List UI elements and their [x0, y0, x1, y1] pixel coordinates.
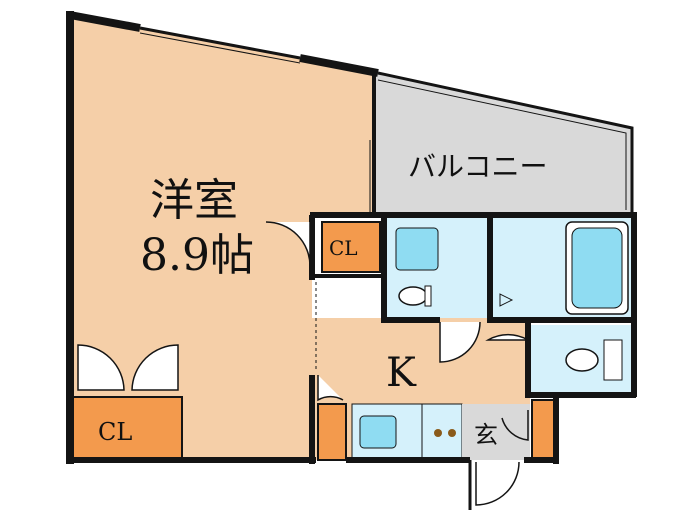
- door-closet-right: [131, 344, 179, 391]
- balcony-rail: [377, 71, 634, 215]
- wall-top-left: [69, 11, 141, 32]
- bathtub-inner: [571, 227, 623, 309]
- closet-entrance: [531, 399, 555, 461]
- door-entrance: [475, 461, 520, 506]
- closet-small: [321, 221, 381, 273]
- entrance-label: 玄: [474, 421, 498, 449]
- sink-basin: [359, 415, 397, 449]
- door-entrance-inner: [501, 410, 529, 441]
- window-top-inner: [139, 32, 301, 64]
- washbasin: [395, 227, 439, 271]
- stove-burner-1: [434, 429, 442, 437]
- toilet-bowl-1: [398, 286, 428, 306]
- kitchen-label: K: [386, 350, 417, 396]
- toilet-tank-2: [603, 339, 623, 381]
- kitchen-floor: [312, 318, 530, 408]
- western-room-floor: [70, 15, 374, 460]
- door-washroom: [439, 321, 481, 363]
- closet-small-label: CL: [329, 236, 358, 260]
- balcony-label: バルコニー: [408, 150, 547, 183]
- closet-main-label: CL: [98, 418, 132, 446]
- wall-top-right: [299, 54, 379, 77]
- toilet-bowl-2: [565, 348, 599, 372]
- door-closet-left: [77, 344, 125, 391]
- door-kitchen-closet: [317, 375, 344, 402]
- stove-burner-2: [448, 429, 456, 437]
- toilet-tank-1: [424, 285, 432, 307]
- kitchen-counter: [351, 403, 463, 461]
- door-toilet: [485, 333, 529, 341]
- balcony-floor: [374, 72, 632, 215]
- drain-icon: [499, 293, 514, 307]
- entrance-floor: [462, 404, 530, 460]
- room-name-western: 洋室: [150, 175, 238, 226]
- room-size-western: 8.9帖: [140, 230, 254, 281]
- door-western-room: [265, 221, 311, 267]
- closet-kitchen: [317, 403, 347, 461]
- window-top: [139, 26, 301, 60]
- balcony-rail-inner: [377, 79, 627, 210]
